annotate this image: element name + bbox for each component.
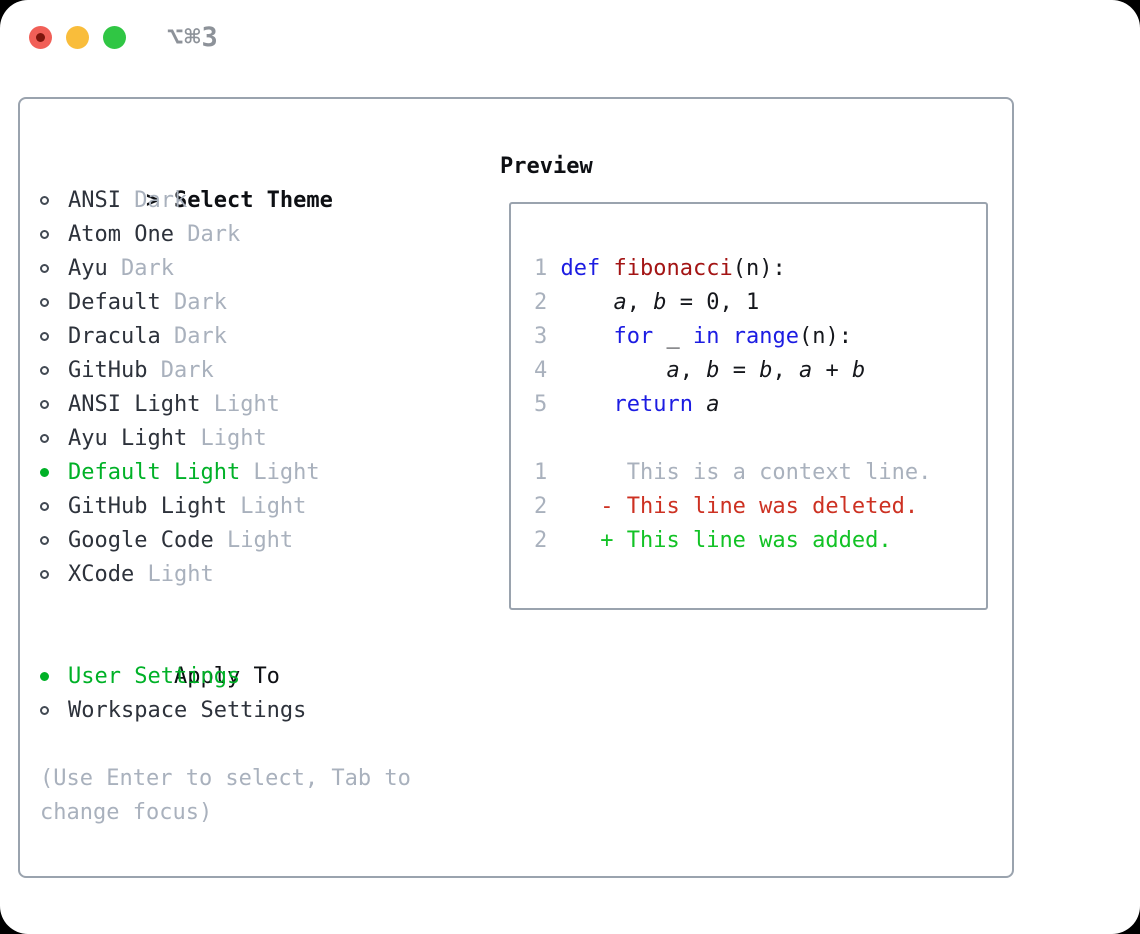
radio-icon [40, 694, 68, 728]
select-theme-header: > Select Theme [40, 150, 490, 213]
theme-item-dracula[interactable]: Dracula Dark [40, 320, 490, 354]
radio-icon [40, 218, 68, 252]
theme-item-default-light[interactable]: Default Light Light [40, 456, 490, 490]
theme-item-ayu-light[interactable]: Ayu Light Light [40, 422, 490, 456]
code-line: 3 for _ in range(n): [534, 324, 852, 349]
theme-item-name: GitHub Light [68, 494, 227, 519]
radio-icon [40, 422, 68, 456]
theme-item-variant: Light [213, 528, 294, 553]
radio-icon [40, 388, 68, 422]
radio-icon [40, 320, 68, 354]
theme-item-variant: Dark [173, 222, 241, 247]
code-line: 2 - This line was deleted. [534, 494, 919, 519]
theme-item-name: Google Code [68, 528, 214, 553]
minimize-button[interactable] [66, 26, 89, 49]
hint-line: (Use Enter to select, Tab to [40, 766, 411, 791]
theme-item-atom-one[interactable]: Atom One Dark [40, 218, 490, 252]
theme-item-name: Default [68, 290, 161, 315]
theme-item-variant: Light [200, 392, 280, 417]
theme-item-name: XCode [68, 562, 135, 587]
code-line: 1 def fibonacci(n): [534, 256, 786, 281]
theme-item-name: Ayu [68, 256, 108, 281]
cursor-prompt-icon: > [145, 188, 160, 213]
preview-label: Preview [500, 154, 593, 179]
theme-item-name: Atom One [68, 222, 174, 247]
theme-item-variant: Dark [160, 290, 227, 315]
radio-icon [40, 252, 68, 286]
code-line: 4 a, b = b, a + b [534, 358, 866, 383]
theme-item-name: ANSI Light [68, 392, 201, 417]
theme-item-default[interactable]: Default Dark [40, 286, 490, 320]
apply-option-user-settings[interactable]: User Settings [40, 660, 490, 694]
radio-icon [40, 490, 68, 524]
theme-item-name: ANSI [68, 188, 121, 213]
radio-icon [40, 286, 68, 320]
apply-option-workspace-settings[interactable]: Workspace Settings [40, 694, 490, 728]
blank-line [534, 422, 986, 456]
code-line: 5 return a [534, 392, 720, 417]
theme-item-name: Ayu Light [68, 426, 188, 451]
theme-item-github-light[interactable]: GitHub Light Light [40, 490, 490, 524]
radio-icon-selected [40, 660, 68, 694]
code-line: 2 + This line was added. [534, 528, 892, 553]
preview-code: 1 def fibonacci(n): 2 a, b = 0, 1 3 for _ … [534, 252, 986, 558]
theme-item-ansi-light[interactable]: ANSI Light Light [40, 388, 490, 422]
window-title: ⌥⌘3 [167, 22, 219, 53]
apply-option-label: Workspace Settings [68, 698, 307, 723]
theme-item-name: Default Light [68, 460, 241, 485]
spacer [40, 728, 490, 762]
theme-item-name: GitHub [68, 358, 148, 383]
radio-icon [40, 354, 68, 388]
theme-item-variant: Light [240, 460, 320, 485]
zoom-button[interactable] [103, 26, 126, 49]
theme-item-variant: Dark [107, 256, 174, 281]
select-theme-label: Select Theme [173, 188, 333, 213]
code-line: 1 This is a context line. [534, 460, 932, 485]
theme-item-xcode[interactable]: XCode Light [40, 558, 490, 592]
hint-line: change focus) [40, 800, 213, 825]
theme-item-variant: Dark [160, 324, 227, 349]
apply-to-label: Apply To [173, 664, 280, 689]
apply-to-header: Apply To [40, 626, 490, 689]
theme-item-name: Dracula [68, 324, 161, 349]
theme-item-ayu[interactable]: Ayu Dark [40, 252, 490, 286]
theme-item-google-code[interactable]: Google Code Light [40, 524, 490, 558]
radio-icon [40, 524, 68, 558]
close-button[interactable] [29, 26, 52, 49]
theme-item-variant: Dark [147, 358, 214, 383]
spacer [40, 592, 490, 626]
theme-item-variant: Dark [120, 188, 188, 213]
radio-icon [40, 184, 68, 218]
theme-item-variant: Light [226, 494, 307, 519]
theme-item-github[interactable]: GitHub Dark [40, 354, 490, 388]
radio-icon [40, 558, 68, 592]
close-button-dot [36, 33, 45, 42]
radio-icon-selected [40, 456, 68, 490]
code-line: 2 a, b = 0, 1 [534, 290, 760, 315]
hint-text: (Use Enter to select, Tab to change focus… [40, 762, 490, 830]
theme-item-ansi[interactable]: ANSI Dark [40, 184, 490, 218]
theme-item-variant: Light [187, 426, 267, 451]
theme-item-variant: Light [134, 562, 214, 587]
preview-box: 1 def fibonacci(n): 2 a, b = 0, 1 3 for _ … [509, 202, 988, 610]
apply-option-label: User Settings [68, 664, 241, 689]
